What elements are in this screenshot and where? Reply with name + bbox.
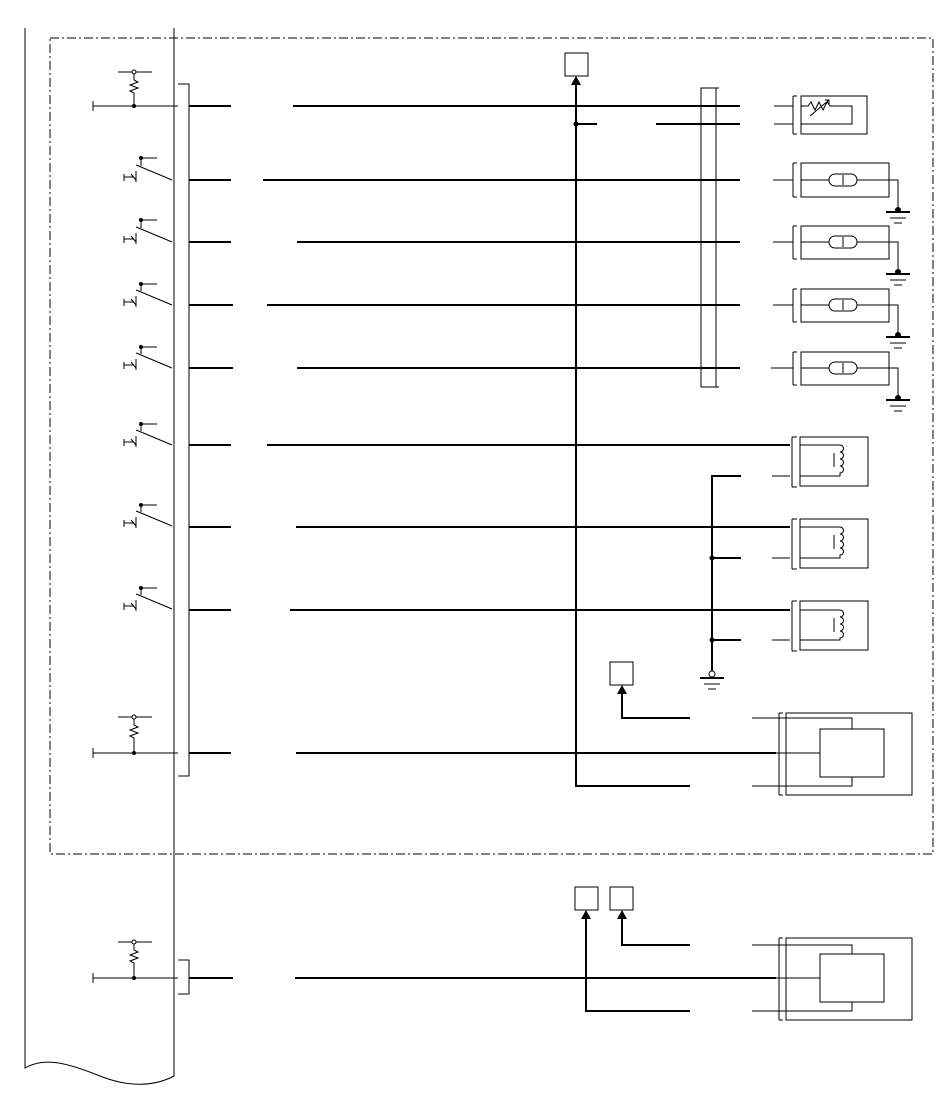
- driver-transistor-3: [123, 282, 173, 307]
- injector-4: [771, 351, 910, 412]
- driver-transistor-2: [123, 218, 173, 244]
- supply-ref-actuator-upper: [609, 661, 690, 719]
- ignition-coil-3: [772, 600, 869, 652]
- pullup-resistor-1: [92, 69, 178, 111]
- actuator-unit-upper: [752, 712, 913, 796]
- harness-wires: [189, 105, 790, 979]
- pullup-resistor-3: [92, 939, 178, 983]
- coil-ground-bus: [700, 475, 741, 690]
- injector-2: [773, 225, 910, 286]
- supply-ref-lower-b: [609, 886, 690, 946]
- driver-transistor-6: [123, 503, 173, 528]
- pullup-resistor-2: [92, 714, 178, 758]
- injector-3: [773, 288, 910, 349]
- ignition-coil-1: [772, 436, 869, 488]
- ecu-connector-main: [178, 83, 190, 777]
- ignition-coil-2: [772, 518, 869, 570]
- driver-transistor-1: [123, 156, 173, 182]
- variable-resistor-sensor: [774, 95, 868, 135]
- supply-ref-lower-a: [574, 886, 690, 1012]
- intermediate-connector: [700, 87, 719, 388]
- power-supply-ref: [564, 52, 740, 787]
- ecu-connector-lower: [178, 959, 190, 995]
- driver-transistor-7: [123, 586, 173, 611]
- actuator-unit-lower: [752, 937, 913, 1021]
- driver-transistor-5: [123, 422, 173, 447]
- ecu-module: [24, 28, 175, 1085]
- driver-transistor-4: [123, 345, 173, 370]
- injector-1: [773, 162, 910, 224]
